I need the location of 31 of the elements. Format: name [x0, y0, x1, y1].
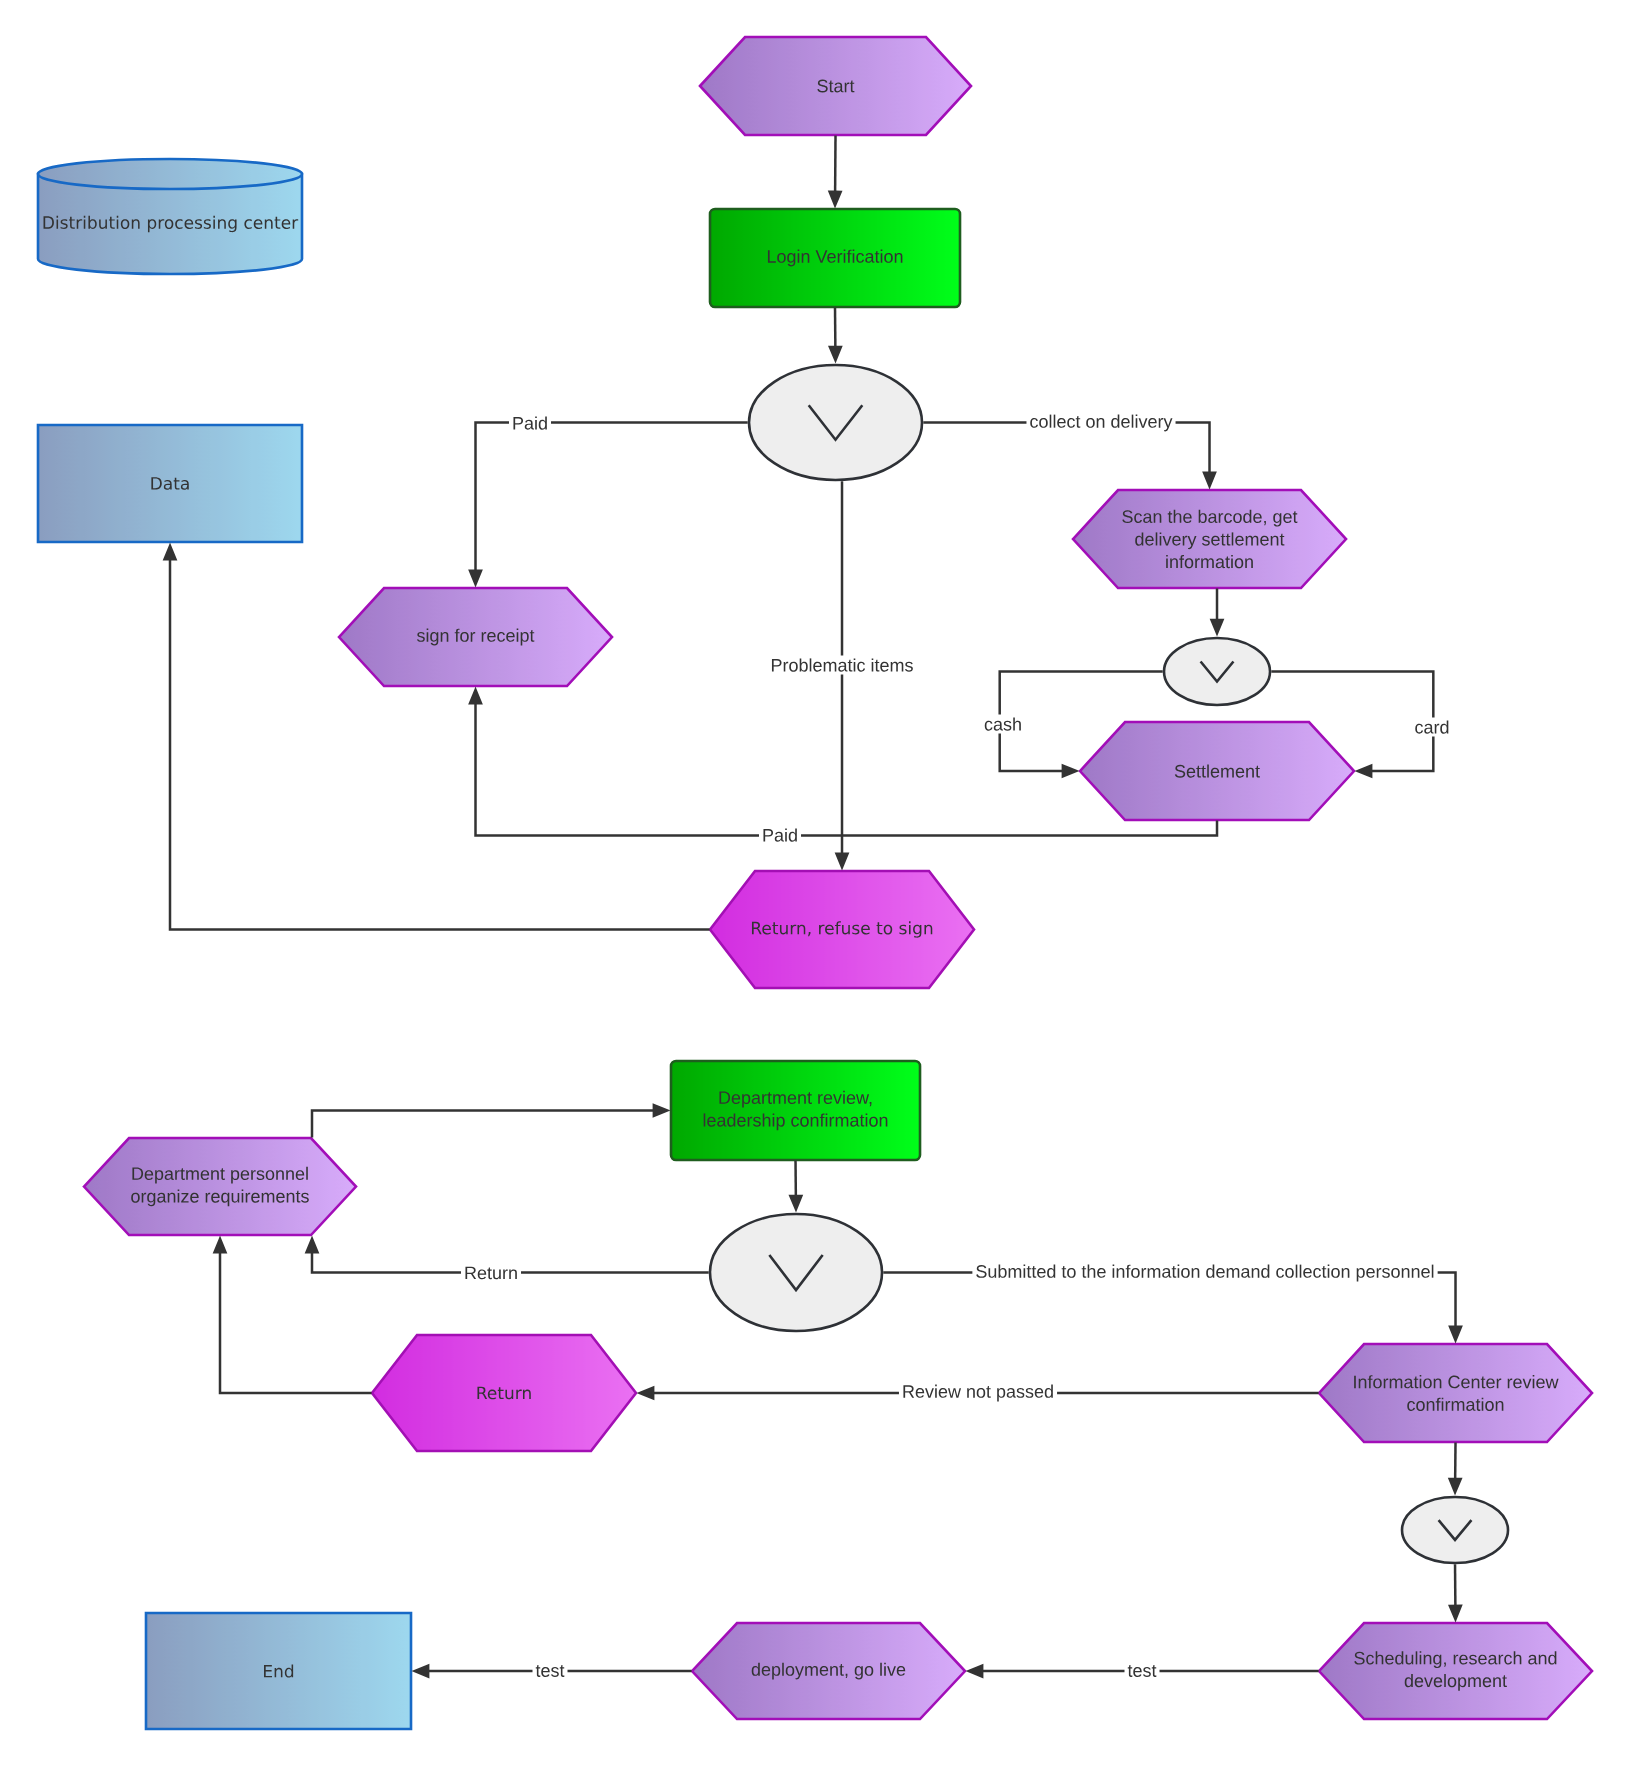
edge-label: Paid [759, 825, 801, 845]
process-box: Login Verification [708, 207, 962, 309]
edge-label: test [532, 1662, 568, 1680]
process-box: End [144, 1611, 413, 1731]
process-hexagon: Return, refuse to sign [708, 869, 976, 990]
process-hexagon: Scheduling, research and development [1317, 1621, 1594, 1721]
process-hexagon: sign for receipt [337, 586, 614, 688]
process-box: Department review, leadership confirmation [669, 1059, 922, 1162]
edge-label: test [1124, 1662, 1160, 1680]
process-hexagon: Start [698, 35, 973, 137]
edge-label: collect on delivery [1026, 411, 1176, 435]
edge-label: Return [461, 1263, 521, 1283]
edge-label: Submitted to the information demand collection personnel [972, 1261, 1438, 1285]
process-hexagon: Scan the barcode, get delivery settlement information [1071, 488, 1348, 590]
gateway-ellipse [708, 1212, 884, 1333]
edge-label: card [1411, 717, 1453, 737]
process-hexagon: Information Center review confirmation [1317, 1342, 1594, 1444]
database-cylinder: Distribution processing center [36, 157, 304, 276]
edge-label: Paid [509, 413, 551, 433]
arrow [1271, 670, 1435, 779]
gateway-ellipse [1162, 636, 1272, 707]
process-hexagon: Department personnel organize requirements [82, 1136, 358, 1237]
process-hexagon: Return [370, 1333, 638, 1453]
edge-label: cash [981, 714, 1025, 734]
edge-label: Review not passed [898, 1381, 1058, 1405]
edge-label: Problematic items [767, 655, 917, 675]
process-box: Data [36, 423, 304, 544]
process-hexagon: Settlement [1078, 720, 1356, 822]
gateway-ellipse [747, 363, 924, 482]
process-hexagon: deployment, go live [690, 1621, 967, 1721]
gateway-ellipse [1400, 1495, 1510, 1565]
